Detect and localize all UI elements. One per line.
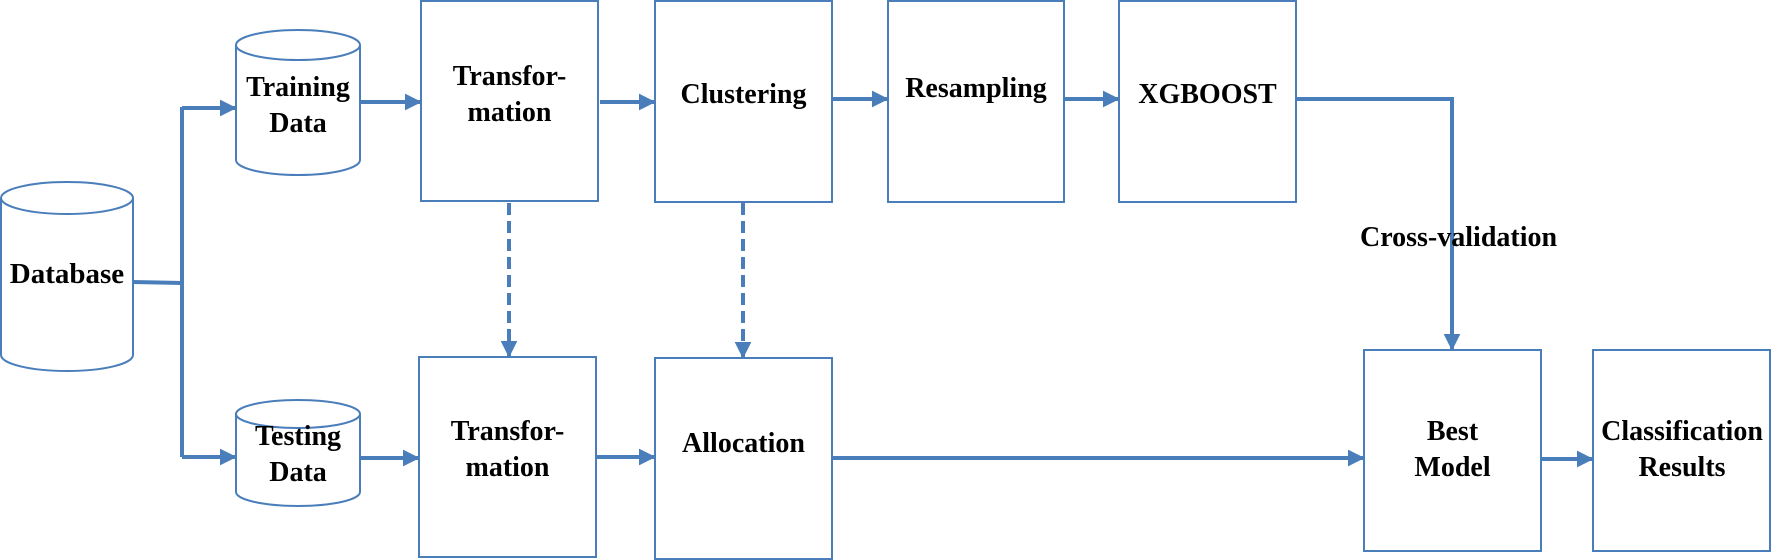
database-label: Database	[9, 258, 125, 290]
classification-results-label: Classification Results	[1592, 414, 1772, 486]
best-model-line1: Best	[1426, 416, 1479, 447]
training-data-node	[235, 29, 361, 176]
transformation-test-label: Transfor- mation	[419, 414, 596, 486]
xgboost-box	[1118, 0, 1297, 203]
cross-validation-label: Cross-validation	[1360, 222, 1558, 253]
transformation-train-line1: Transfor-	[452, 61, 567, 92]
testing-data-line2: Data	[269, 457, 327, 488]
database-split-connector	[132, 107, 184, 457]
classification-results-box	[1592, 349, 1771, 552]
transformation-train-line2: mation	[467, 97, 552, 128]
transformation-test-line1: Transfor-	[450, 416, 565, 447]
transformation-train-box	[420, 0, 599, 202]
allocation-label: Allocation	[682, 428, 805, 459]
xgboost-label: XGBOOST	[1138, 79, 1277, 110]
best-model-label: Best Model	[1364, 414, 1541, 486]
arrow-xgboost-to-best-model	[1296, 97, 1461, 351]
testing-data-label: Testing Data	[232, 419, 364, 491]
database-node	[0, 181, 134, 372]
classification-results-line1: Classification	[1601, 416, 1763, 447]
classification-results-line2: Results	[1638, 452, 1726, 483]
transformation-test-line2: mation	[465, 452, 550, 483]
testing-data-line1: Testing	[254, 421, 342, 452]
testing-data-node	[235, 399, 361, 507]
training-data-label: Training Data	[232, 70, 364, 142]
training-data-line2: Data	[269, 108, 327, 139]
clustering-label: Clustering	[680, 79, 807, 110]
transformation-test-box	[418, 356, 597, 558]
best-model-line2: Model	[1414, 452, 1491, 483]
transformation-train-label: Transfor- mation	[421, 59, 598, 131]
allocation-box	[654, 357, 833, 560]
training-data-line1: Training	[246, 72, 350, 103]
resampling-label: Resampling	[905, 73, 1047, 104]
